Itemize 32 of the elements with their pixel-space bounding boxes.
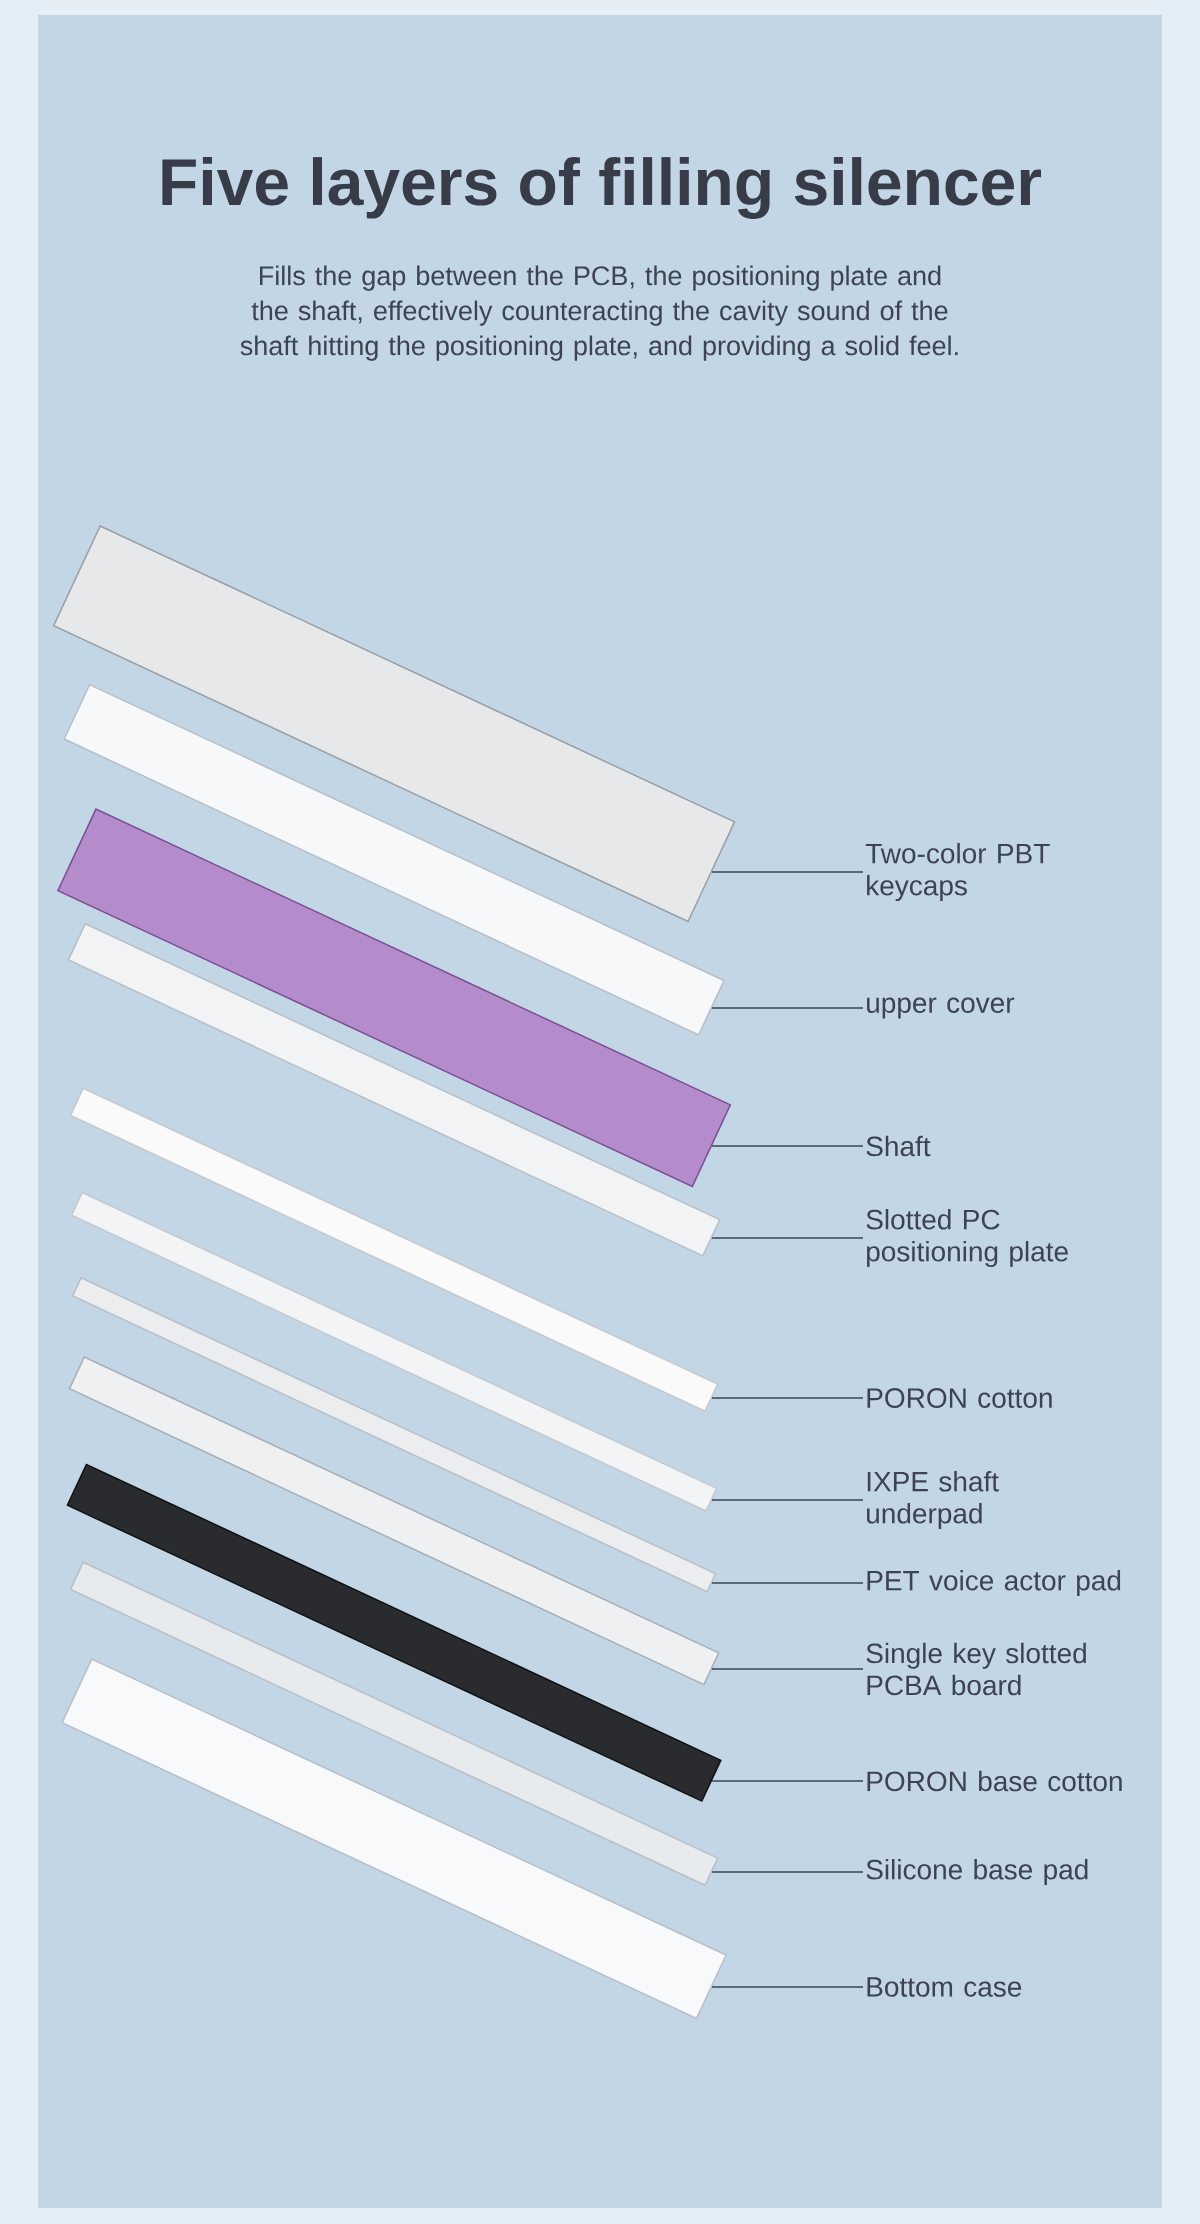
leader-line [711,1145,864,1147]
leader-line [711,1668,864,1670]
keyboard-layer [56,808,732,1188]
leader-line [711,1237,864,1239]
subtitle: Fills the gap between the PCB, the positioning plate and the shaft, effectively counteracting the cavity sound of the shaft hitting the positioning plate, and providing a solid feel. [240,265,958,361]
leader-line [711,1986,864,1988]
part-label: Slotted PC positioning plate [866,1209,1068,1268]
leader-line [711,1871,864,1873]
part-label: Single key slotted PCBA board [866,1642,1086,1696]
keyboard-layer [71,1276,717,1593]
leader-line [711,1007,864,1009]
leader-line [711,1780,864,1782]
part-label: PORON cotton [867,1388,1052,1408]
leader-line [711,1499,864,1501]
keyboard-layer [68,1356,720,1686]
leader-line [711,871,864,873]
part-label: IXPE shaft underpad [867,1471,999,1530]
part-label: Shaft [866,1135,931,1157]
title: Five layers of filling silencer [162,157,1041,219]
leader-line [711,1582,864,1584]
leader-line [711,1397,864,1399]
part-label: Silicone base pad [866,1859,1088,1886]
part-label: PORON base cotton [867,1770,1122,1792]
part-label: Two-color PBT keycaps [865,842,1050,902]
keyboard-layer [63,683,725,1036]
keyboard-layer [52,525,736,923]
keyboard-layer [69,1561,719,1887]
keyboard-layer [67,922,721,1257]
keyboard-layer [69,1087,719,1413]
part-label: upper cover [867,997,1015,1019]
part-label: PET voice actor pad [867,1570,1121,1597]
part-label: Bottom case [867,1977,1022,1997]
